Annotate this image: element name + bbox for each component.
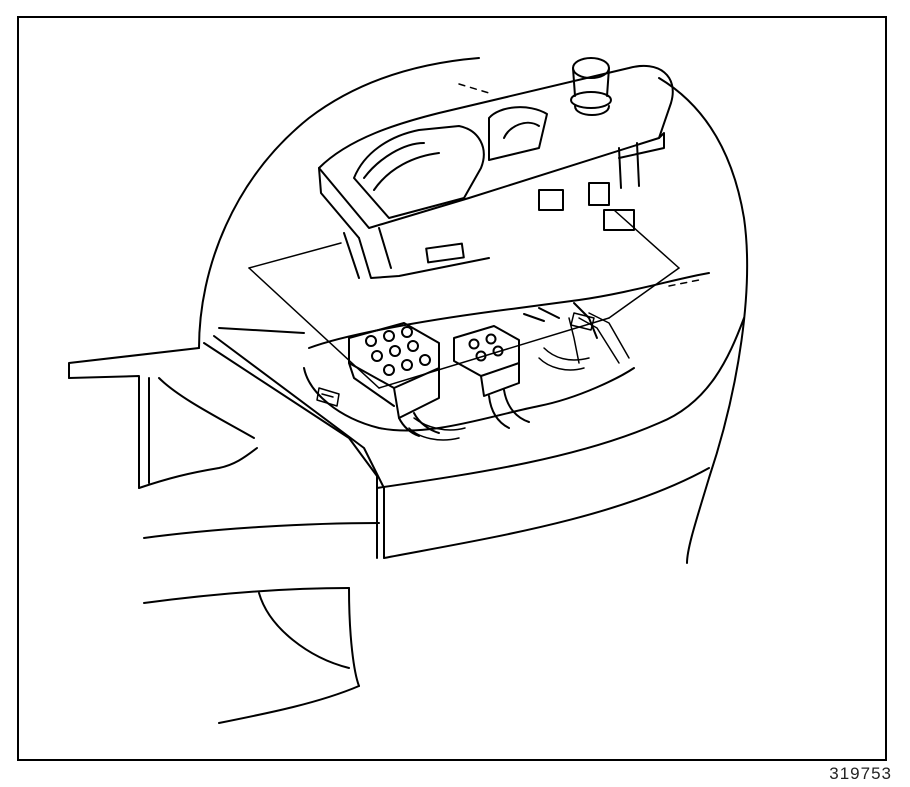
cavity-tabs: [316, 312, 595, 407]
armrest-body: [68, 57, 749, 724]
wiring-cavity: [218, 272, 710, 432]
projection-lines: [248, 83, 700, 389]
door-switch-illustration: [68, 57, 749, 724]
figure-frame: [17, 16, 887, 761]
connector-right: [453, 325, 530, 429]
window-switch-bezel: [318, 57, 674, 279]
figure-id-label: 319753: [829, 764, 892, 783]
connector-left: [348, 322, 440, 437]
